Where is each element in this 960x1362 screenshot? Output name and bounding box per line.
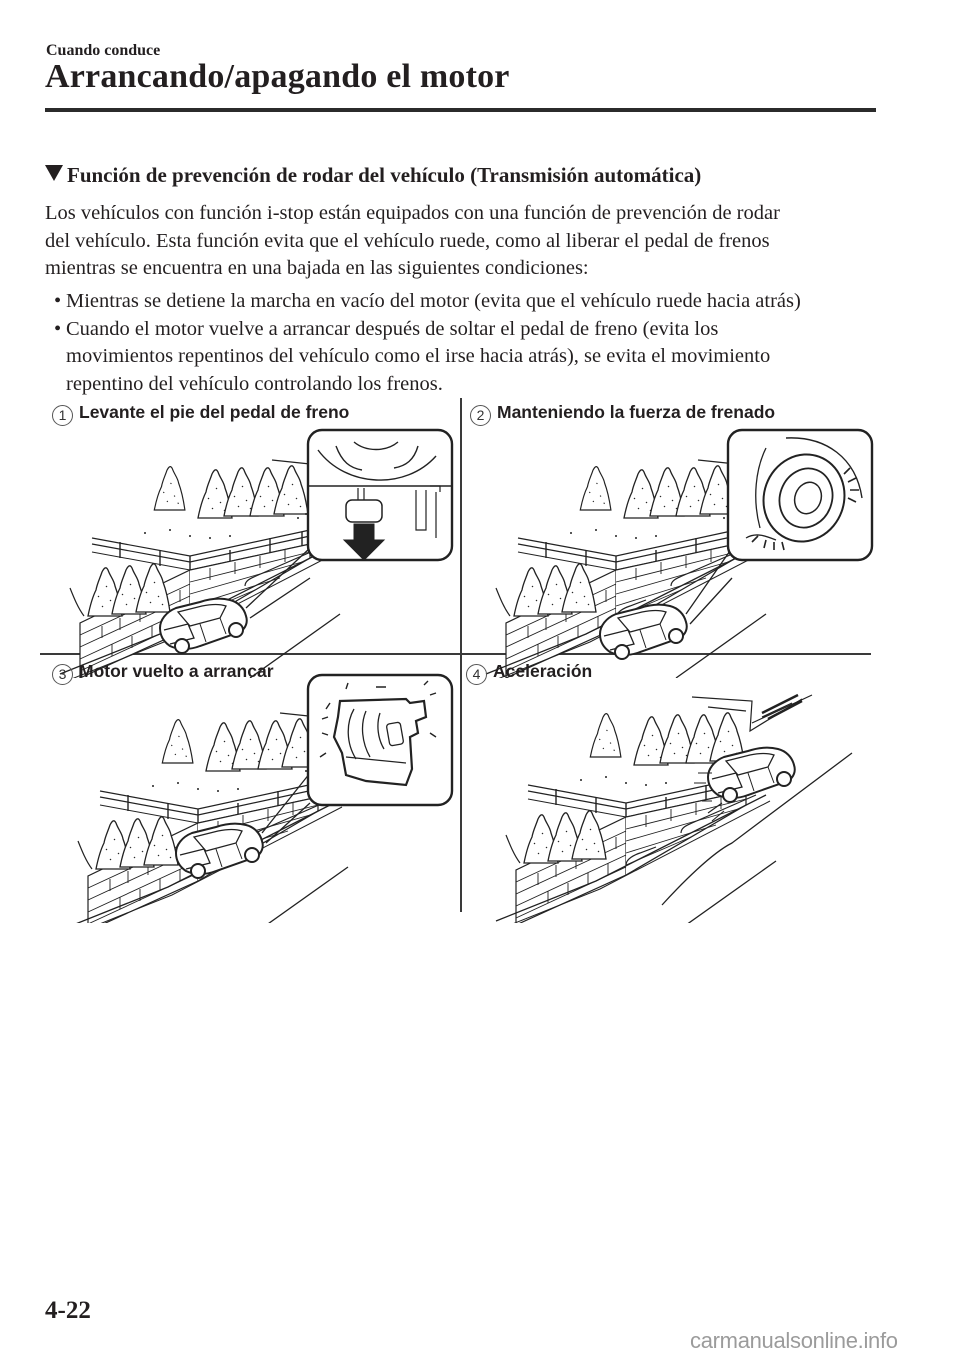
road-scene-illustration [462,693,853,923]
step-number-badge: 2 [470,405,491,426]
panel-caption-text: Motor vuelto a arrancar [79,661,274,681]
down-triangle-icon [45,165,63,181]
engine-restart-inset [306,673,454,807]
step-number-badge: 1 [52,405,73,426]
list-item-line: movimientos repentinos del vehículo como… [66,345,771,367]
page-number: 4-22 [45,1297,91,1324]
watermark-link[interactable]: carmanualsonline.info [690,1328,898,1353]
step-number-badge: 3 [52,664,73,685]
bullet-icon: • [54,317,62,340]
figure-panel-1: 1 Levante el pie del pedal de freno [40,398,460,653]
road-scene-illustration [462,428,872,678]
page-title: Arrancando/apagando el motor [45,58,510,95]
panel-caption: 1 Levante el pie del pedal de freno [52,402,349,426]
list-item: • Mientras se detiene la marcha en vacío… [45,288,875,316]
brake-pedal-release-inset [306,428,454,562]
list-item-line: Cuando el motor vuelve a arrancar despué… [66,317,719,340]
road-scene-illustration [40,673,460,923]
panel-caption: 2 Manteniendo la fuerza de frenado [470,402,775,426]
section-kicker: Cuando conduce [46,42,161,59]
panel-caption: 3 Motor vuelto a arrancar [52,661,274,685]
condition-list: • Mientras se detiene la marcha en vacío… [45,288,875,398]
section-heading-text: Función de prevención de rodar del vehíc… [67,163,702,187]
panel-caption-text: Aceleración [493,661,593,681]
panel-caption-text: Levante el pie del pedal de freno [79,402,350,422]
intro-line: mientras se encuentra en una bajada en l… [45,257,589,279]
road-scene-illustration [40,428,460,678]
step-number-badge: 4 [466,664,487,685]
list-item-line: repentino del vehículo controlando los f… [66,372,443,395]
intro-line: Los vehículos con función i-stop están e… [45,202,780,224]
figure-panel-4: 4 Aceleración [462,655,872,912]
list-item: • Cuando el motor vuelve a arrancar desp… [45,316,875,399]
bullet-icon: • [54,290,62,312]
figure-panel-2: 2 Manteniendo la fuerza de frenado [462,398,874,653]
list-item-line: Mientras se detiene la marcha en vacío d… [66,290,801,312]
intro-line: del vehículo. Esta función evita que el … [45,229,770,252]
intro-paragraph: Los vehículos con función i-stop están e… [45,200,875,283]
panel-caption: 4 Aceleración [466,661,592,685]
section-heading: Función de prevención de rodar del vehíc… [45,163,701,188]
panel-caption-text: Manteniendo la fuerza de frenado [497,402,776,422]
figure-panel-3: 3 Motor vuelto a arrancar [40,655,460,912]
figure-divider-vertical [460,398,462,912]
figure-divider-horizontal [40,653,871,655]
brake-disc-hold-inset [726,428,874,562]
title-rule [45,108,876,112]
